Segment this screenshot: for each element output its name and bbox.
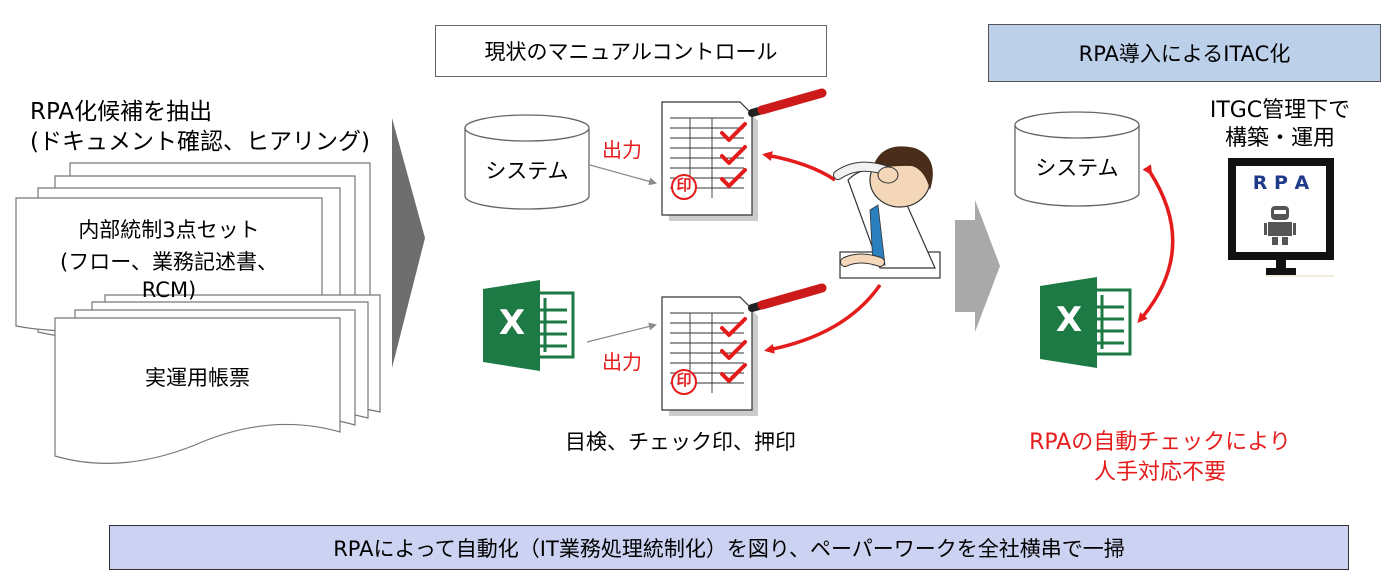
summary-banner: RPAによって自動化（IT業務処理統制化）を図り、ペーパーワークを全社横串で一掃 bbox=[109, 525, 1349, 570]
system-cylinder-middle bbox=[464, 114, 590, 210]
robot-icon bbox=[1264, 206, 1296, 245]
flow-arrow-right bbox=[955, 200, 1000, 332]
manual-check-caption: 目検、チェック印、押印 bbox=[565, 430, 796, 454]
excel-x-right: X bbox=[1055, 300, 1083, 340]
excel-icon-middle bbox=[483, 280, 575, 371]
red-double-arrow bbox=[1137, 164, 1175, 324]
red-arrow-top bbox=[762, 151, 836, 182]
output-label-top: 出力 bbox=[602, 138, 642, 162]
left-heading-line2: (ドキュメント確認、ヒアリング) bbox=[30, 129, 370, 155]
red-arrow-bottom bbox=[764, 283, 882, 354]
doc-operation-forms: 実運用帳票 bbox=[145, 366, 250, 390]
output-label-bottom: 出力 bbox=[602, 350, 642, 374]
excel-x-middle: X bbox=[498, 303, 526, 343]
checked-paper-bottom bbox=[661, 283, 827, 416]
doc-internal-control-line1: 内部統制3点セット bbox=[78, 218, 260, 242]
doc-internal-control-line3: RCM) bbox=[141, 278, 197, 302]
left-heading-line1: RPA化候補を抽出 bbox=[30, 99, 213, 125]
rpa-auto-check-note-line2: 人手対応不要 bbox=[1093, 460, 1226, 485]
manual-control-title-text: 現状のマニュアルコントロール bbox=[484, 40, 778, 64]
output-arrow-top bbox=[589, 164, 657, 186]
system-label-middle: システム bbox=[485, 159, 569, 183]
itgc-line1: ITGC管理下で bbox=[1209, 98, 1351, 123]
rpa-monitor bbox=[1228, 158, 1334, 277]
manual-control-title: 現状のマニュアルコントロール bbox=[435, 25, 827, 77]
excel-icon-right bbox=[1040, 277, 1132, 368]
stamp-mark-top: 印 bbox=[676, 176, 692, 194]
checked-paper-top bbox=[661, 88, 827, 221]
output-arrow-bottom bbox=[586, 322, 657, 343]
itac-title: RPA導入によるITAC化 bbox=[988, 24, 1381, 82]
itgc-line2: 構築・運用 bbox=[1224, 126, 1335, 151]
stamp-mark-bottom: 印 bbox=[676, 371, 692, 389]
rpa-auto-check-note-line1: RPAの自動チェックにより bbox=[1029, 430, 1291, 455]
doc-internal-control-line2: (フロー、業務記述書、 bbox=[60, 250, 278, 274]
flow-arrow-left bbox=[392, 118, 425, 368]
system-label-right: システム bbox=[1035, 156, 1119, 180]
summary-banner-text: RPAによって自動化（IT業務処理統制化）を図り、ペーパーワークを全社横串で一掃 bbox=[333, 536, 1125, 561]
document-stack bbox=[15, 162, 381, 464]
itac-title-text: RPA導入によるITAC化 bbox=[1078, 42, 1291, 66]
system-cylinder-right bbox=[1014, 111, 1140, 207]
tired-worker-illustration bbox=[833, 146, 941, 279]
rpa-monitor-label: R P A bbox=[1252, 172, 1310, 194]
